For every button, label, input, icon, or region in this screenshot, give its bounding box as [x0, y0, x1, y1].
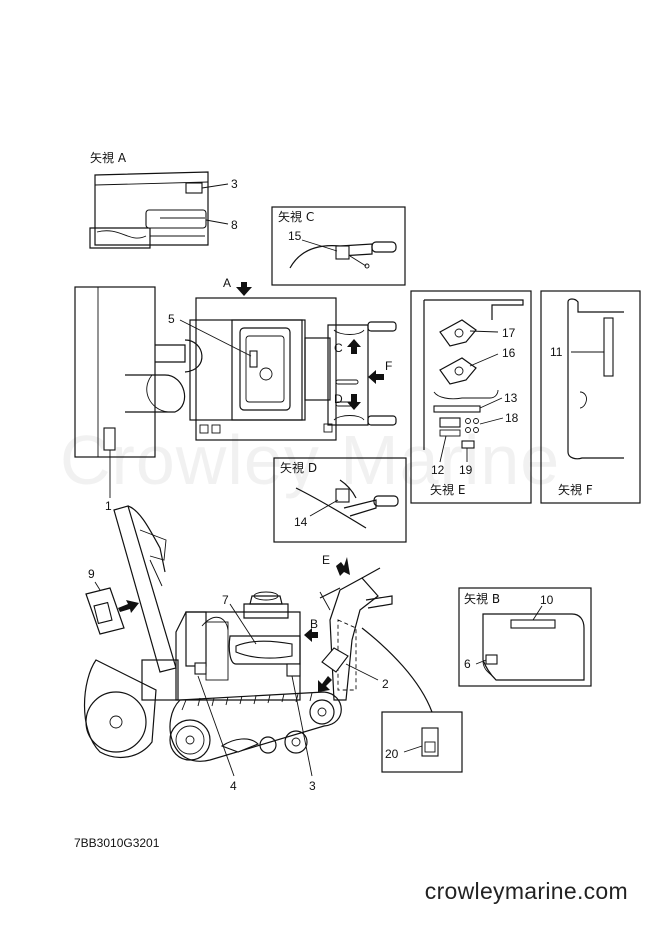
watermark: Crowley Marine [60, 421, 561, 499]
view-d-frame [273, 457, 407, 543]
callout-6: 6 [464, 657, 471, 671]
decal-4 [194, 662, 207, 675]
callout-8: 8 [231, 218, 238, 232]
arrow-label-a: A [223, 276, 231, 290]
view-f-label: 矢視 F [558, 482, 593, 497]
arrow-a [236, 282, 252, 296]
arrow-9 [118, 600, 139, 613]
view-e-detail: 17 16 13 18 12 19 矢視 E [410, 290, 532, 504]
view-b-detail: 矢視 B 10 6 [458, 587, 592, 687]
arrow-c [347, 339, 361, 354]
detail-20-frame [381, 711, 463, 773]
detail-20: 20 [381, 711, 463, 773]
callout-17: 17 [502, 326, 516, 340]
arrow-label-f: F [385, 359, 392, 373]
decal-16 [439, 357, 477, 385]
view-a-detail: 矢視 A 3 8 [89, 150, 238, 249]
callout-20: 20 [385, 747, 399, 761]
callout-3-bottom: 3 [309, 779, 316, 793]
callout-15: 15 [288, 229, 302, 243]
callout-13: 13 [504, 391, 518, 405]
callout-18: 18 [505, 411, 519, 425]
decal-10 [510, 619, 556, 629]
view-c-detail: 矢視 C 15 [271, 206, 406, 286]
site-url: crowleymarine.com [424, 878, 628, 904]
view-c-frame [271, 206, 406, 286]
decal-6 [485, 654, 498, 665]
arrow-lower [318, 676, 332, 692]
callout-10: 10 [540, 593, 554, 607]
callout-3-top: 3 [231, 177, 238, 191]
view-d-detail: 矢視 D 14 [273, 457, 407, 543]
view-b-label: 矢視 B [464, 591, 500, 606]
decal-1 [103, 427, 116, 451]
callout-1: 1 [105, 499, 112, 513]
side-view: 9 7 B 2 [84, 505, 433, 793]
decal-9 [93, 601, 113, 625]
callout-4: 4 [230, 779, 237, 793]
callout-19: 19 [459, 463, 473, 477]
callout-7: 7 [222, 593, 229, 607]
arrow-e [336, 557, 350, 576]
decal-11 [603, 317, 614, 377]
callout-16: 16 [502, 346, 516, 360]
arrow-label-b: B [310, 617, 318, 631]
arrow-b [304, 628, 318, 642]
callout-2: 2 [382, 677, 389, 691]
callout-12: 12 [431, 463, 445, 477]
view-e-label: 矢視 E [430, 482, 465, 497]
decal-7 [235, 640, 293, 659]
callout-9: 9 [88, 567, 95, 581]
decal-3-view-a [185, 182, 203, 194]
view-a-label: 矢視 A [90, 150, 127, 165]
decal-13 [433, 405, 481, 413]
top-plan-view: A 1 5 C D [74, 276, 397, 513]
decal-2 [321, 647, 349, 673]
view-e-frame [410, 290, 532, 504]
callout-5: 5 [168, 312, 175, 326]
decal-12 [439, 417, 461, 428]
decal-17 [439, 319, 477, 347]
view-b-frame [458, 587, 592, 687]
decal-5 [249, 350, 258, 368]
drawing-code: 7BB3010G3201 [74, 836, 160, 850]
view-c-label: 矢視 C [278, 209, 314, 224]
decal-18 [465, 418, 471, 424]
view-d-label: 矢視 D [280, 460, 317, 475]
arrow-f [368, 370, 384, 384]
arrow-label-d: D [334, 392, 343, 406]
callout-11: 11 [550, 345, 563, 359]
decal-8 [145, 209, 207, 229]
decal-3-side [286, 663, 301, 677]
arrow-label-c: C [334, 341, 343, 355]
view-f-detail: 11 矢視 F [540, 290, 641, 504]
decal-19 [461, 440, 475, 449]
callout-14: 14 [294, 515, 308, 529]
decal-15 [335, 245, 350, 260]
arrow-label-e: E [322, 553, 330, 567]
view-f-frame [540, 290, 641, 504]
arrow-d [347, 394, 361, 410]
decal-14 [335, 488, 350, 503]
